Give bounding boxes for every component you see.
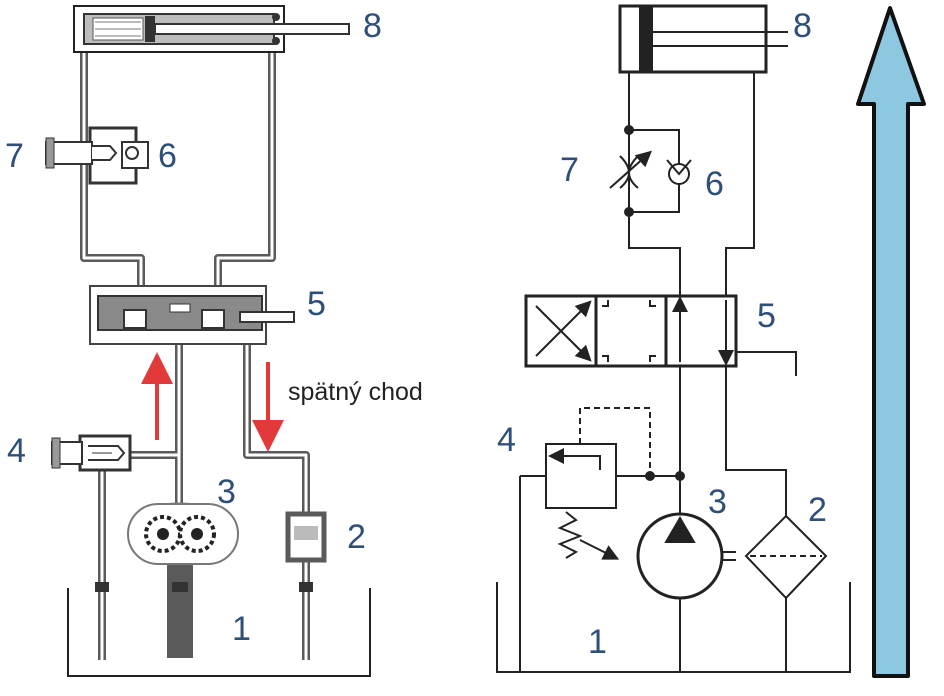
label-3-left: 3	[217, 473, 236, 511]
pressure-relief-valve	[51, 434, 132, 472]
label-4-right: 4	[497, 421, 516, 459]
label-4-left: 4	[7, 432, 26, 470]
label-5-left: 5	[307, 285, 326, 323]
return-caption: spätný chod	[288, 378, 423, 406]
directional-valve	[89, 285, 295, 345]
label-2-left: 2	[347, 518, 366, 556]
directional-valve-symbol	[524, 294, 738, 368]
left-cutaway-circuit: 8 7 6 5 spätný chod 4 3 2 1	[5, 5, 423, 677]
big-upward-arrow	[856, 6, 926, 678]
tank-symbol	[496, 582, 851, 673]
label-1-right: 1	[588, 623, 607, 661]
right-labels: 8 7 6 5 4 3 2 1	[497, 7, 827, 661]
label-2-right: 2	[808, 491, 827, 529]
junction-dot	[675, 471, 685, 481]
label-1-left: 1	[232, 610, 251, 648]
pump-symbol	[636, 512, 736, 600]
junction-dot	[645, 471, 655, 481]
pressure-relief-symbol	[545, 443, 620, 560]
filter-symbol	[744, 514, 828, 600]
label-6-left: 6	[158, 137, 177, 175]
label-7-left: 7	[5, 137, 24, 175]
label-3-right: 3	[708, 483, 727, 521]
pipe-fittings	[95, 582, 313, 592]
right-schematic-circuit	[496, 4, 851, 673]
filter	[285, 511, 327, 563]
gear-pump	[127, 502, 239, 565]
label-7-right: 7	[560, 151, 579, 189]
label-8-left: 8	[363, 7, 382, 45]
throttle-check-block	[45, 126, 149, 185]
cylinder-symbol	[618, 4, 788, 74]
cylinder	[73, 5, 350, 53]
label-8-right: 8	[793, 7, 812, 45]
label-5-right: 5	[757, 297, 776, 335]
throttle-check-symbol	[609, 125, 692, 217]
label-6-right: 6	[705, 165, 724, 203]
tank	[67, 588, 371, 677]
